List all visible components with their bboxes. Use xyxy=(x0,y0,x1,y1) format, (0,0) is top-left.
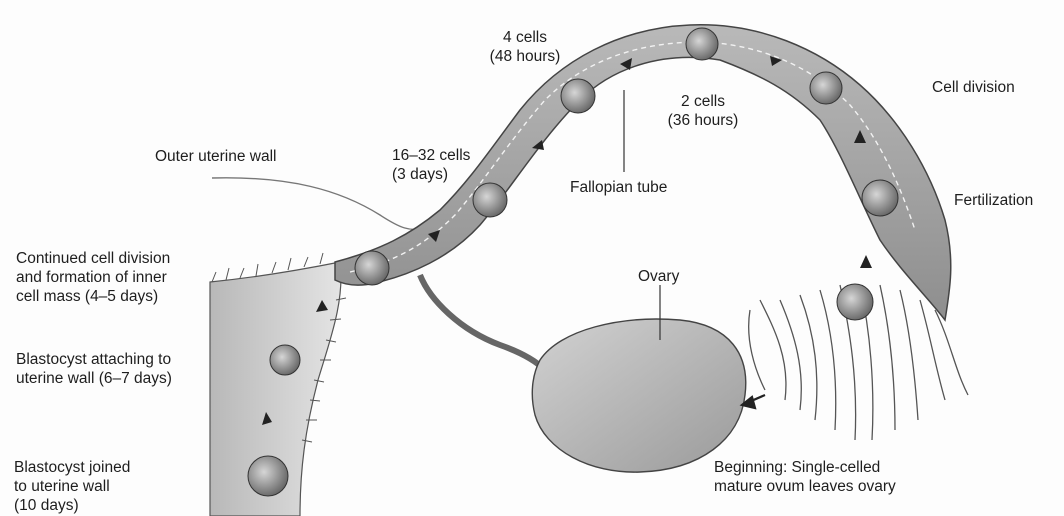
label-beginning: Beginning: Single-celled mature ovum lea… xyxy=(714,458,896,496)
label-fallopian-tube: Fallopian tube xyxy=(570,178,667,197)
label-ovary: Ovary xyxy=(638,267,679,286)
label-two-cells: 2 cells (36 hours) xyxy=(648,92,758,130)
embryo-cell xyxy=(355,251,389,285)
label-sixteen-cells: 16–32 cells (3 days) xyxy=(392,146,470,184)
label-fertilization: Fertilization xyxy=(954,191,1033,210)
ovum-cell xyxy=(862,180,898,216)
ovary-body xyxy=(532,319,745,472)
label-continued-division: Continued cell division and formation of… xyxy=(16,249,170,306)
label-blastocyst-joined: Blastocyst joined to uterine wall (10 da… xyxy=(14,458,130,515)
embryo-cell xyxy=(248,456,288,496)
embryo-cell xyxy=(473,183,507,217)
embryo-cell xyxy=(810,72,842,104)
embryo-cell xyxy=(561,79,595,113)
embryo-cell xyxy=(270,345,300,375)
label-outer-uterine-wall: Outer uterine wall xyxy=(155,147,276,166)
ovum-cell xyxy=(837,284,873,320)
label-four-cells: 4 cells (48 hours) xyxy=(470,28,580,66)
ovarian-ligament xyxy=(420,275,545,370)
outer-uterine-wall-line xyxy=(212,178,425,230)
embryo-cell xyxy=(686,28,718,60)
label-cell-division: Cell division xyxy=(932,78,1015,97)
label-blastocyst-attaching: Blastocyst attaching to uterine wall (6–… xyxy=(16,350,172,388)
